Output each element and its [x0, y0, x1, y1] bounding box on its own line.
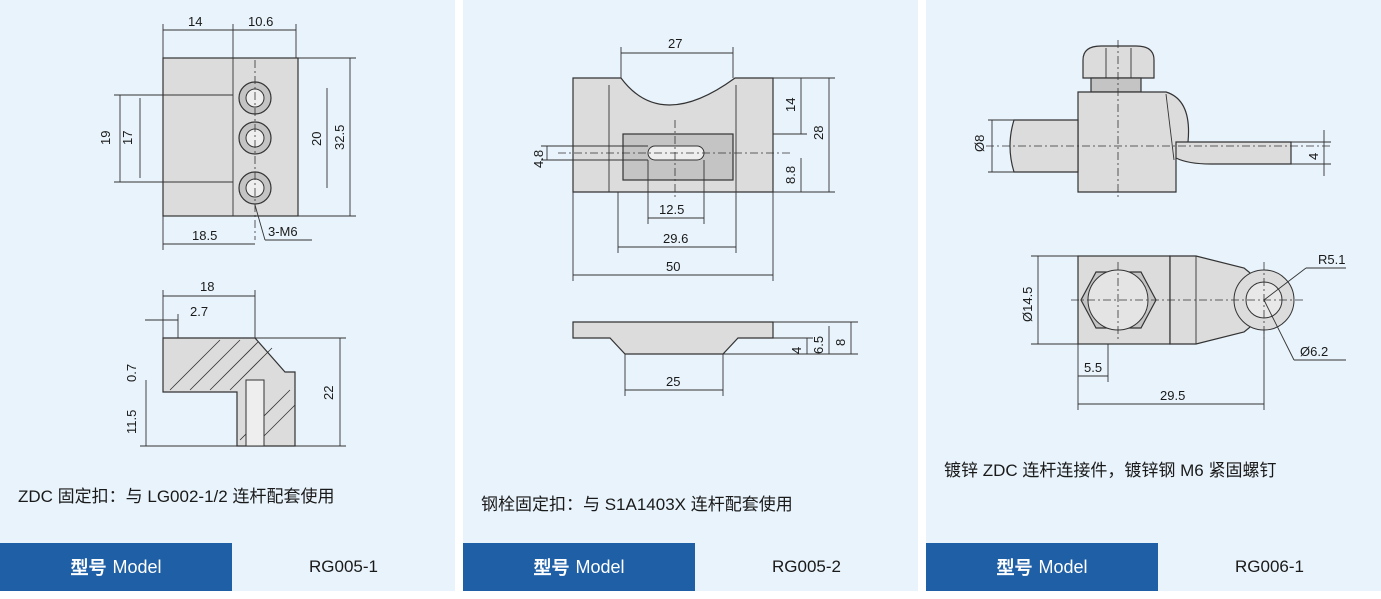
- product-caption: 钢栓固定扣：与 S1A1403X 连杆配套使用: [481, 495, 793, 514]
- dim-label: 4: [789, 347, 804, 354]
- dim-label: 14: [188, 14, 202, 29]
- dim-label: Ø14.5: [1020, 287, 1035, 322]
- dim-label: 14: [783, 98, 798, 112]
- dim-label: 17: [120, 131, 135, 145]
- dim-label: 29.5: [1160, 388, 1185, 403]
- dim-label: 22: [321, 386, 336, 400]
- model-label-cn: 型号: [533, 558, 570, 578]
- dim-label: 3-M6: [268, 224, 298, 239]
- product-panel-rg005-2: 27 14 28 8.8 4.8 12.5 29.6 50 4 6.5 8: [463, 0, 918, 599]
- model-row: 型号 Model RG006-1: [926, 543, 1381, 591]
- technical-drawing-rg006-1: Ø8 4 R5.1 Ø14.5 Ø6.2 5.5 29.5: [972, 40, 1346, 410]
- model-label: 型号 Model: [926, 543, 1158, 591]
- dim-label: 29.6: [663, 231, 688, 246]
- dim-label: 10.6: [248, 14, 273, 29]
- product-panel-rg006-1: Ø8 4 R5.1 Ø14.5 Ø6.2 5.5 29.5 镀锌 ZDC: [926, 0, 1381, 599]
- dim-label: Ø8: [972, 135, 987, 152]
- model-row: 型号 Model RG005-2: [463, 543, 918, 591]
- product-card: 27 14 28 8.8 4.8 12.5 29.6 50 4 6.5 8: [463, 0, 918, 543]
- dim-label: 18.5: [192, 228, 217, 243]
- dim-label: 19: [98, 131, 113, 145]
- dim-label: 4.8: [531, 150, 546, 168]
- product-card: Ø8 4 R5.1 Ø14.5 Ø6.2 5.5 29.5 镀锌 ZDC: [926, 0, 1381, 543]
- dim-label: 12.5: [659, 202, 684, 217]
- product-panel-rg005-1: 14 10.6 19 17 20 32.5 18.5 3-M6 18: [0, 0, 455, 599]
- dim-label: 5.5: [1084, 360, 1102, 375]
- dim-label: 8: [833, 339, 848, 346]
- dim-label: 18: [200, 279, 214, 294]
- dim-label: R5.1: [1318, 252, 1345, 267]
- dim-label: 11.5: [124, 410, 139, 434]
- dim-label: 50: [666, 259, 680, 274]
- dim-label: 0.7: [124, 364, 139, 382]
- dim-label: Ø6.2: [1300, 344, 1328, 359]
- model-label-en: Model: [112, 556, 162, 577]
- dim-label: 6.5: [811, 336, 826, 354]
- technical-drawing-rg005-2: 27 14 28 8.8 4.8 12.5 29.6 50 4 6.5 8: [531, 36, 858, 396]
- dim-label: 28: [811, 126, 826, 140]
- model-label-cn: 型号: [70, 558, 107, 578]
- product-caption: ZDC 固定扣：与 LG002-1/2 连杆配套使用: [18, 487, 335, 506]
- product-card: 14 10.6 19 17 20 32.5 18.5 3-M6 18: [0, 0, 455, 543]
- technical-drawing-rg005-1: 14 10.6 19 17 20 32.5 18.5 3-M6 18: [98, 14, 356, 447]
- dim-label: 2.7: [190, 304, 208, 319]
- model-number: RG005-1: [232, 543, 455, 591]
- dim-label: 20: [309, 132, 324, 146]
- model-number: RG005-2: [695, 543, 918, 591]
- model-label: 型号 Model: [0, 543, 232, 591]
- model-label-cn: 型号: [996, 558, 1033, 578]
- dim-label: 4: [1306, 153, 1321, 160]
- dim-label: 27: [668, 36, 682, 51]
- model-label-en: Model: [575, 556, 625, 577]
- dim-label: 32.5: [332, 125, 347, 150]
- model-row: 型号 Model RG005-1: [0, 543, 455, 591]
- dim-label: 25: [666, 374, 680, 389]
- model-number: RG006-1: [1158, 543, 1381, 591]
- product-caption: 镀锌 ZDC 连杆连接件，镀锌钢 M6 紧固螺钉: [944, 461, 1277, 480]
- dim-label: 8.8: [783, 166, 798, 184]
- model-label: 型号 Model: [463, 543, 695, 591]
- model-label-en: Model: [1038, 556, 1088, 577]
